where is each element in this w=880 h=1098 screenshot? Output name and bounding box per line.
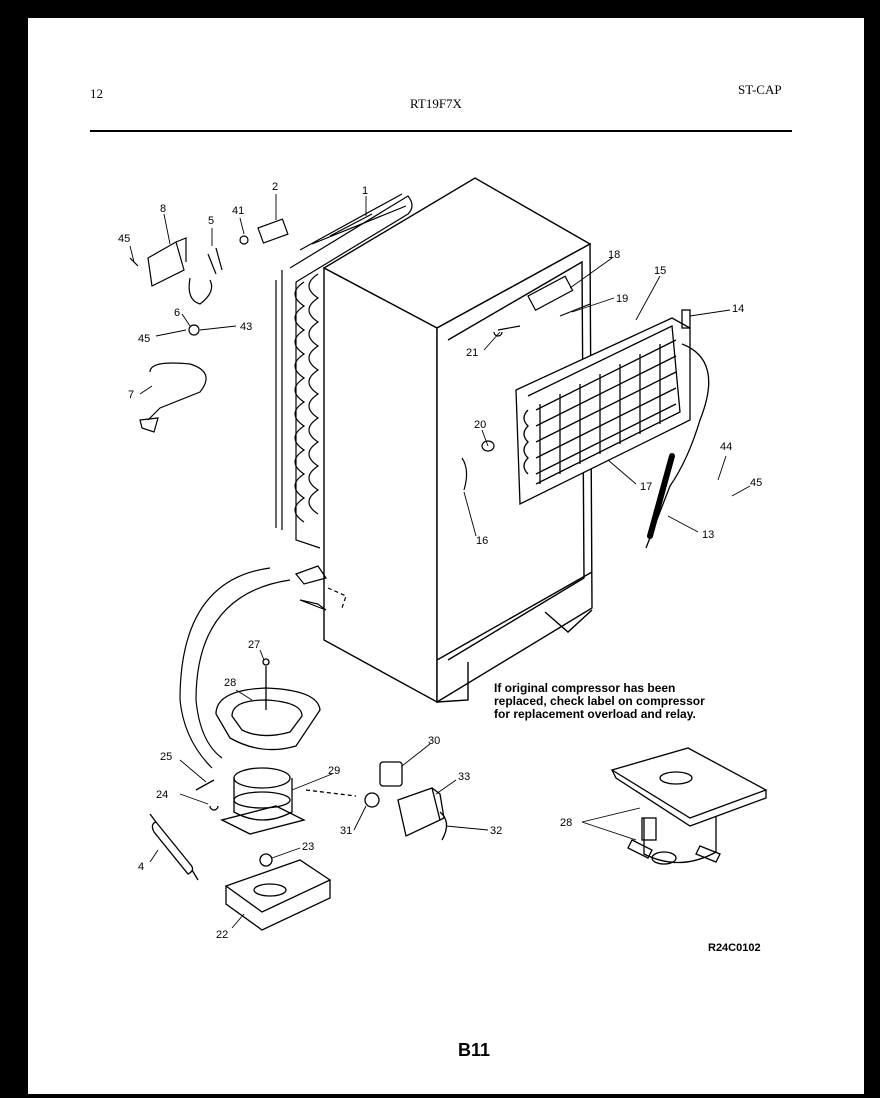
callouts: 1 2 41 8 5 45 6 45 43 7 18 15 19 14 21 2… — [118, 181, 762, 941]
compressor-inset — [610, 747, 768, 865]
callout-28: 28 — [224, 677, 236, 689]
callout-16: 16 — [476, 535, 488, 547]
drain-pan — [215, 658, 321, 751]
condenser-coil — [275, 193, 413, 549]
callout-19: 19 — [616, 293, 628, 305]
callout-23: 23 — [302, 841, 314, 853]
callout-33: 33 — [458, 771, 470, 783]
leader-lines — [129, 194, 751, 929]
evaporator-assembly — [515, 309, 710, 549]
callout-25: 25 — [160, 751, 172, 763]
callout-45: 45 — [138, 333, 150, 345]
callout-15: 15 — [654, 265, 666, 277]
page-label: B11 — [458, 1040, 491, 1060]
callout-18: 18 — [608, 249, 620, 261]
callout-32: 32 — [490, 825, 502, 837]
callout-30: 30 — [428, 735, 440, 747]
filter-drier — [149, 813, 199, 881]
callout-2: 2 — [272, 181, 278, 193]
page-number: 12 — [90, 86, 103, 101]
callout-21: 21 — [466, 347, 478, 359]
compressor — [195, 767, 306, 867]
callout-4: 4 — [138, 861, 144, 873]
callout-7: 7 — [128, 389, 134, 401]
callout-31: 31 — [340, 825, 352, 837]
drawing-code: R24C0102 — [708, 942, 761, 954]
callout-43: 43 — [240, 321, 252, 333]
callout-6: 6 — [174, 307, 180, 319]
callout-17: 17 — [640, 481, 652, 493]
callout-22: 22 — [216, 929, 228, 941]
drain-tube — [179, 565, 347, 769]
relay-overload — [305, 761, 448, 841]
callout-45: 45 — [750, 477, 762, 489]
refrigerator-cabinet — [322, 177, 593, 704]
callout-13: 13 — [702, 529, 714, 541]
callout-27: 27 — [248, 639, 260, 651]
cabinet-fittings — [461, 275, 591, 491]
callout-28: 28 — [560, 817, 572, 829]
callout-29: 29 — [328, 765, 340, 777]
callout-1: 1 — [362, 185, 368, 197]
callout-44: 44 — [720, 441, 732, 453]
callout-41: 41 — [232, 205, 244, 217]
callout-8: 8 — [160, 203, 166, 215]
compressor-note: If original compressor has been replaced… — [494, 681, 705, 721]
control-parts — [129, 218, 289, 433]
compressor-base — [224, 859, 332, 931]
section-code: ST-CAP — [738, 82, 782, 97]
callout-5: 5 — [208, 215, 214, 227]
callout-24: 24 — [156, 789, 168, 801]
callout-45: 45 — [118, 233, 130, 245]
callout-20: 20 — [474, 419, 486, 431]
model-number: RT19F7X — [410, 96, 462, 111]
callout-14: 14 — [732, 303, 744, 315]
